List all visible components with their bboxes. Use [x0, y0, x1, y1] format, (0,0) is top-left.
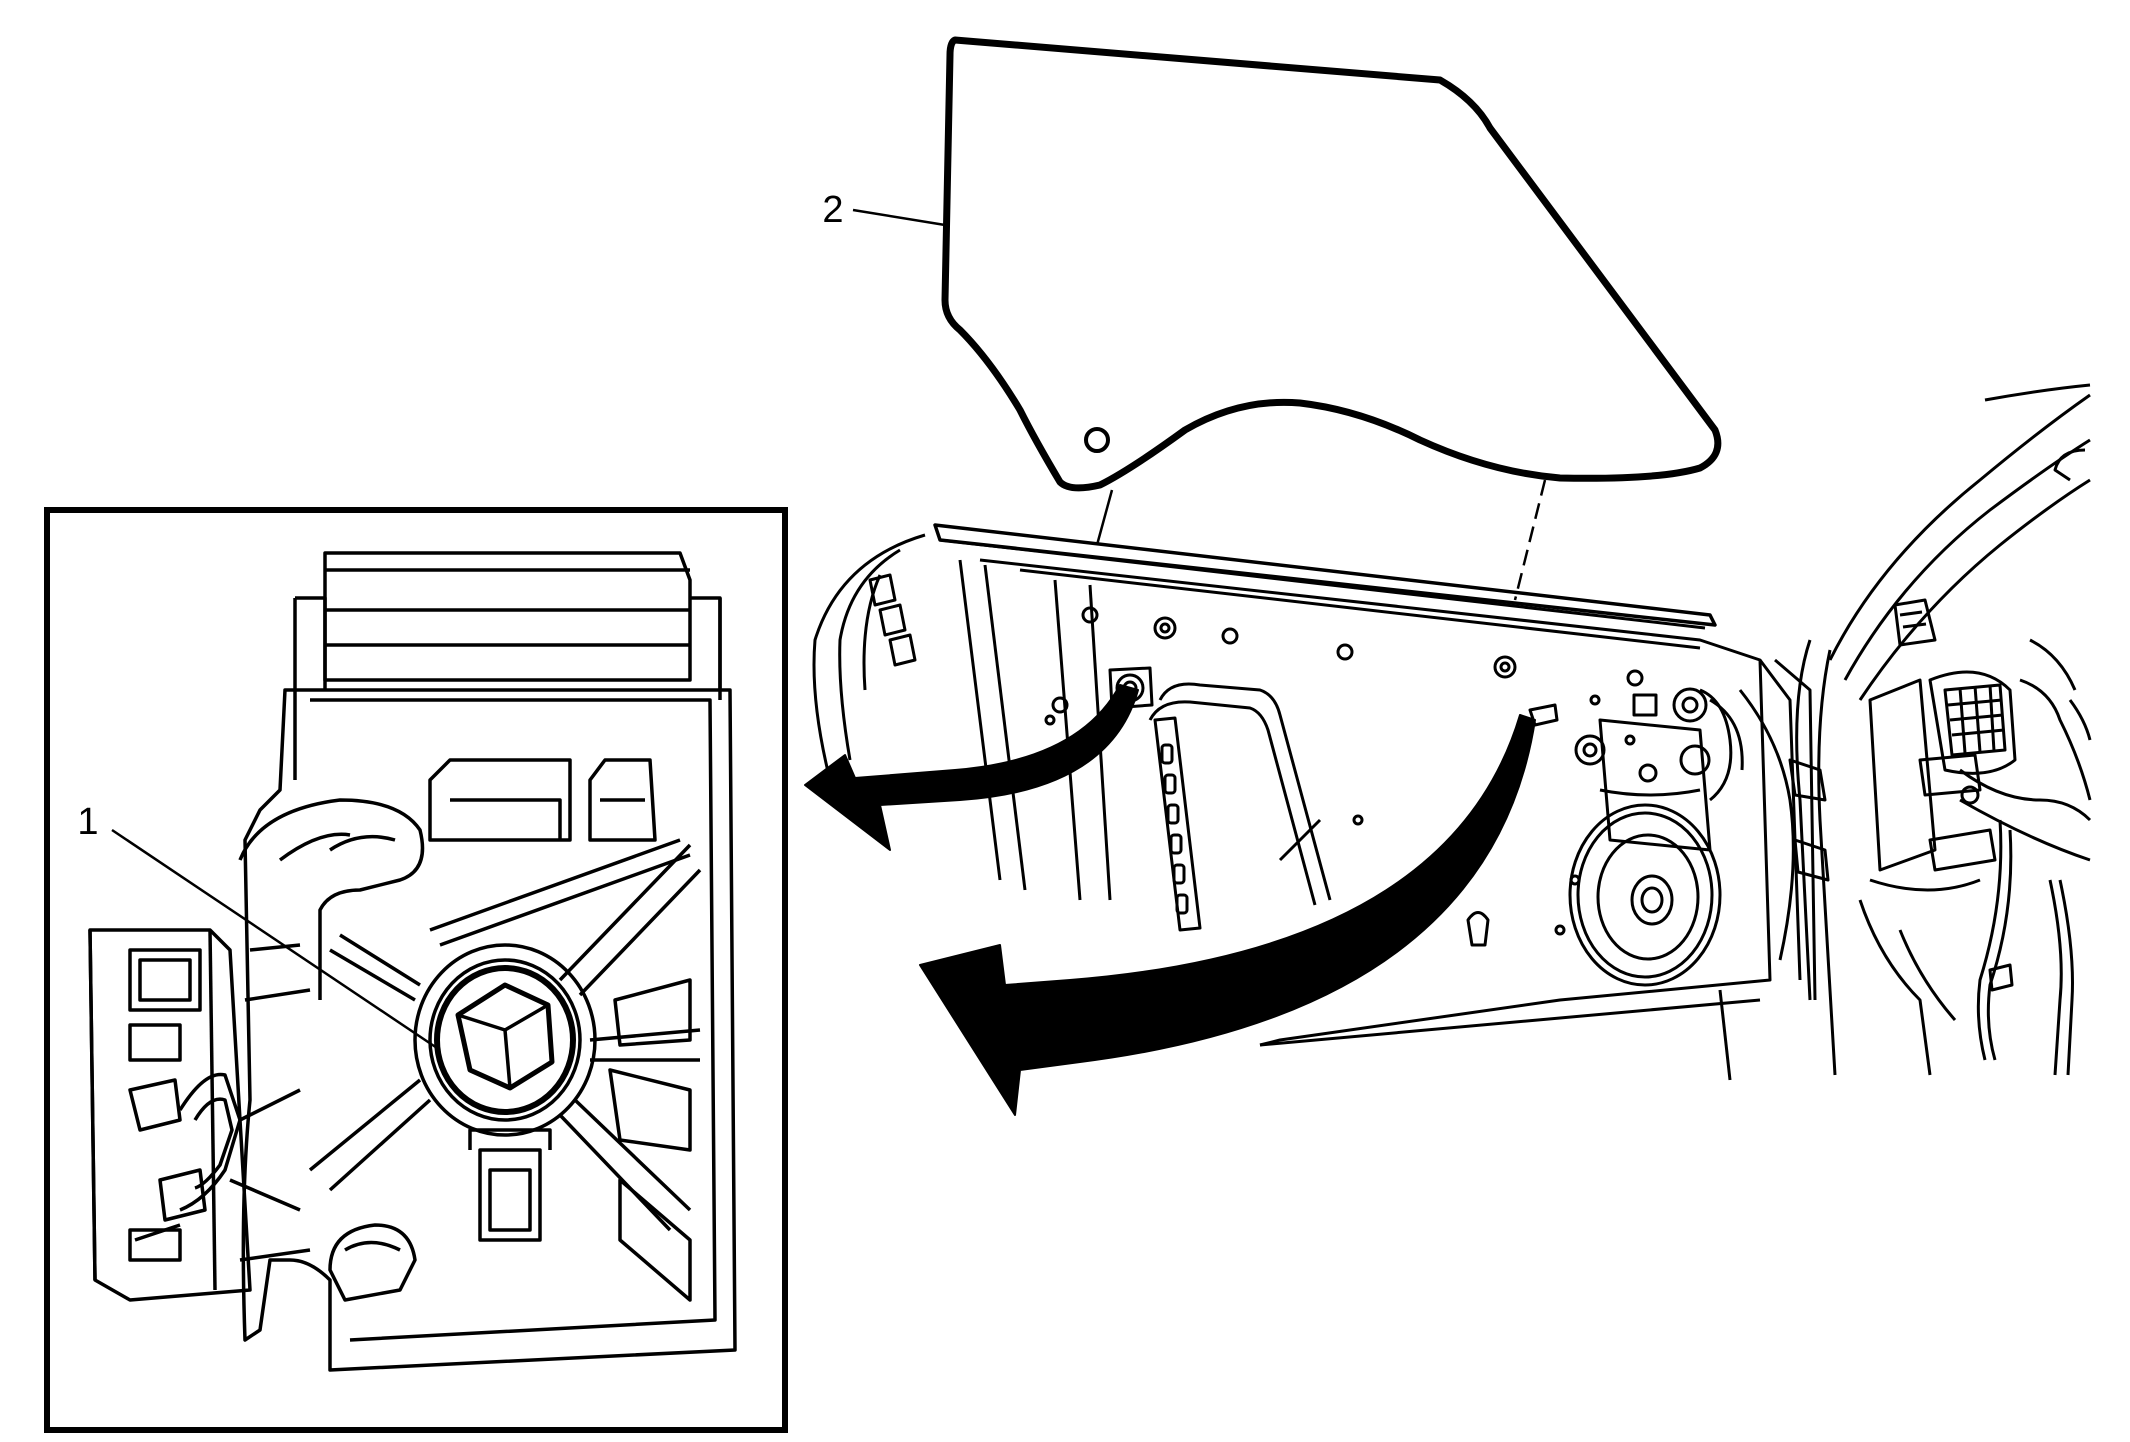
- glass-guide-lines: [1095, 479, 1547, 601]
- door-latch-assembly: [1574, 687, 1744, 852]
- door-inner-panel: [812, 523, 1830, 1081]
- door-window-glass: [941, 36, 1722, 492]
- callout-1-leader: [111, 828, 441, 1052]
- callout-1: 1: [77, 801, 441, 1052]
- glass-mounting-hole: [1084, 427, 1110, 453]
- detail-inset: [44, 507, 788, 1433]
- inset-frame: [44, 507, 788, 1433]
- rail-slots: [1160, 743, 1189, 915]
- removal-direction-arrows: [804, 684, 1536, 1116]
- callout-2-label: 2: [822, 189, 843, 231]
- door-speaker: [1568, 803, 1722, 987]
- callout-2-leader: [852, 208, 946, 227]
- arrow-lower: [919, 714, 1536, 1116]
- callout-1-label: 1: [77, 801, 98, 843]
- callout-2: 2: [822, 189, 946, 231]
- window-regulator-bracket: [88, 551, 737, 1372]
- vehicle-body-dashboard: [1795, 383, 2092, 1076]
- arrow-upper: [804, 684, 1139, 851]
